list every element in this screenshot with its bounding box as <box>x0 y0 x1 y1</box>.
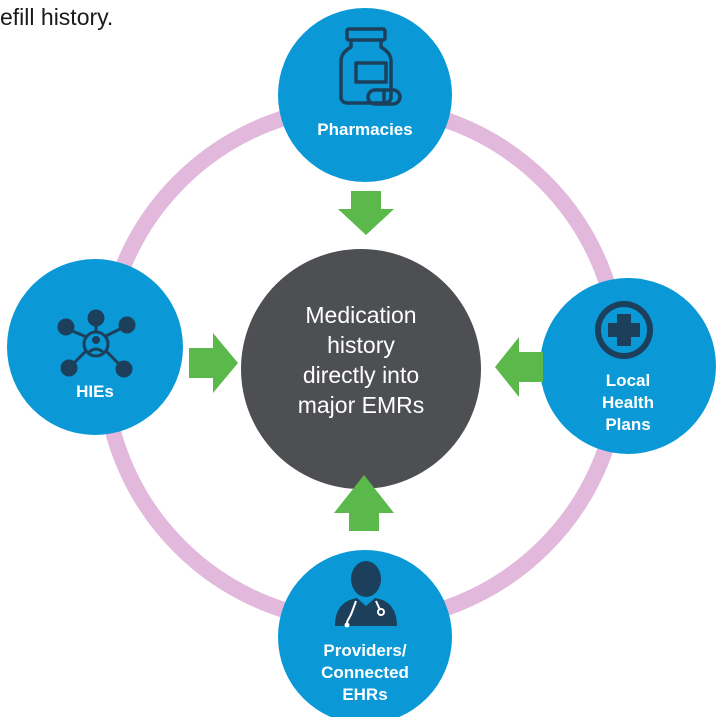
health-plans-label-line: Plans <box>605 415 651 434</box>
network-people-icon <box>57 309 136 378</box>
hies-label: HIEs <box>76 382 114 401</box>
center-label: Medication history directly into major E… <box>261 300 461 420</box>
arrow-down-icon <box>338 191 394 235</box>
center-label-line: Medication <box>305 302 417 328</box>
header-text: efill history. <box>0 4 114 30</box>
providers-label-line: Connected <box>321 663 409 682</box>
center-label-line: history <box>327 332 395 358</box>
health-plans-label-line: Local <box>605 371 651 390</box>
medical-cross-icon <box>595 301 653 359</box>
pharmacies-node <box>278 8 452 182</box>
providers-label-line: Providers/ <box>323 641 407 660</box>
providers-node <box>278 550 452 717</box>
center-label-line: major EMRs <box>297 392 425 418</box>
providers-label: Providers/ Connected EHRs <box>295 640 435 706</box>
pharmacies-label: Pharmacies <box>317 120 413 139</box>
arrow-left-icon <box>495 337 543 397</box>
arrow-up-icon <box>334 475 394 531</box>
center-circle <box>241 249 481 489</box>
arrow-right-icon <box>189 333 238 393</box>
center-label-line: directly into <box>302 362 420 388</box>
providers-label-line: EHRs <box>342 685 388 704</box>
pill-bottle-icon <box>339 27 402 106</box>
doctor-icon <box>335 561 397 628</box>
health-plans-label-line: Health <box>602 393 654 412</box>
health-plans-node <box>540 278 716 454</box>
health-plans-label: Local Health Plans <box>578 370 678 436</box>
